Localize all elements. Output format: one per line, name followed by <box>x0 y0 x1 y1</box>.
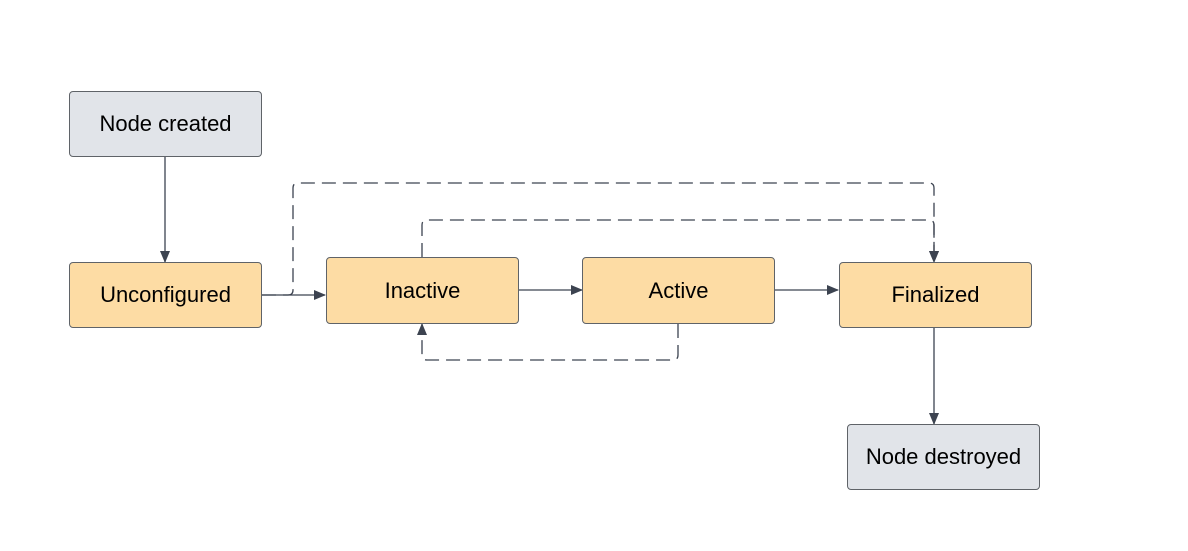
node-created-label: Node created <box>99 111 232 136</box>
inactive-label: Inactive <box>384 277 461 303</box>
active-box: Active <box>582 257 775 324</box>
unconfigured-label: Unconfigured <box>100 282 231 307</box>
finalized-box: Finalized <box>839 262 1032 328</box>
node-created-box: Node created <box>69 91 262 157</box>
edge-inactive-to-finalized <box>421 219 939 263</box>
active-label: Active <box>648 277 709 303</box>
edge-active-to-inactive <box>417 323 679 361</box>
node-destroyed-box: Node destroyed <box>847 424 1040 490</box>
node-destroyed-label: Node destroyed <box>865 444 1022 469</box>
edge-unconfigured-to-finalized <box>262 182 939 296</box>
unconfigured-box: Unconfigured <box>69 262 262 328</box>
finalized-label: Finalized <box>891 282 980 307</box>
inactive-box: Inactive <box>326 257 519 324</box>
